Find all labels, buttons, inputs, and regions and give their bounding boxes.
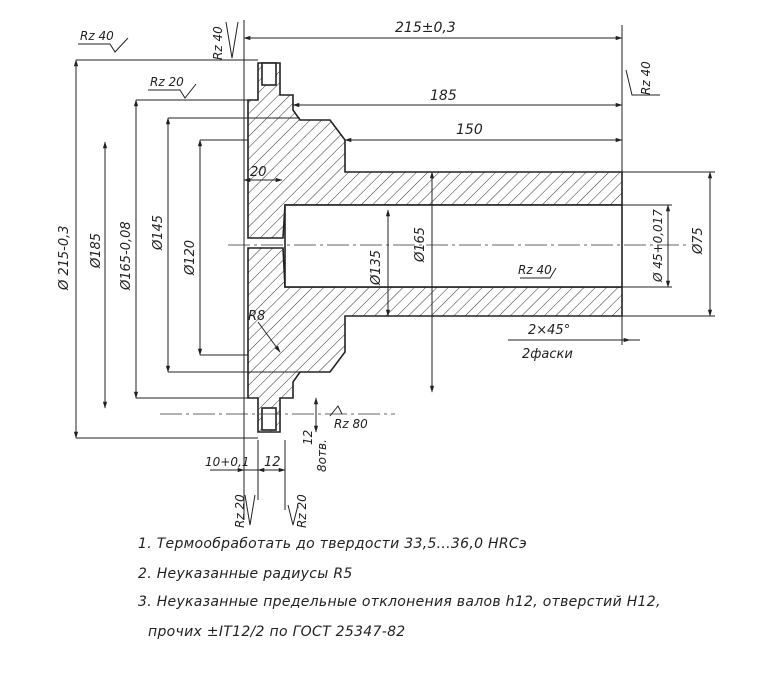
dim-chamfer: 2×45° xyxy=(528,323,570,338)
roughness-marks xyxy=(78,21,660,526)
dim-dia-165-tol: Ø165-0,08 xyxy=(119,221,134,291)
note-4: прочих ±IT12/2 по ГОСТ 25347-82 xyxy=(148,624,406,640)
dim-width-12: 12 xyxy=(264,455,281,470)
note-2: 2. Неуказанные радиусы R5 xyxy=(138,566,353,582)
dim-r8: R8 xyxy=(248,309,265,324)
rz-bottom-right: Rz 20 xyxy=(295,494,309,528)
flange-hole-bottom xyxy=(261,407,277,431)
rz-flange-top: Rz 40 xyxy=(211,26,225,60)
dim-dia-215: Ø 215-0,3 xyxy=(57,225,72,291)
bore-outline xyxy=(284,204,623,288)
dim-185: 185 xyxy=(430,88,457,104)
dim-150: 150 xyxy=(456,122,483,138)
part-section xyxy=(247,62,623,433)
dim-dia-45: Ø 45+0,017 xyxy=(651,209,665,283)
dim-dia-185: Ø185 xyxy=(89,233,104,269)
upper-section xyxy=(247,62,623,239)
dim-dia-165: Ø165 xyxy=(413,227,428,263)
dim-holes-count: 8отв. xyxy=(315,439,329,472)
rz-bottom-left: Rz 20 xyxy=(233,494,247,528)
rz-bore: Rz 40 xyxy=(518,263,552,277)
dim-dia-135: Ø135 xyxy=(369,250,384,286)
dim-dia-120: Ø120 xyxy=(183,240,198,276)
dim-hole-12: 12 xyxy=(301,430,315,445)
rz-80: Rz 80 xyxy=(334,417,368,431)
dim-20: 20 xyxy=(250,165,267,180)
rz-hub: Rz 20 xyxy=(150,75,184,89)
note-3: 3. Неуказанные предельные отклонения вал… xyxy=(138,594,661,610)
rz-right: Rz 40 xyxy=(639,61,653,95)
flange-hole-top xyxy=(261,62,277,86)
note-1: 1. Термообработать до твердости 33,5...3… xyxy=(138,536,527,552)
rz-top-left: Rz 40 xyxy=(80,29,114,43)
dim-width-10: 10+0,1 xyxy=(205,455,249,469)
dim-215: 215±0,3 xyxy=(395,20,456,36)
dim-chamfer-note: 2фаски xyxy=(522,347,573,362)
dimension-lines xyxy=(73,20,715,520)
dim-dia-145: Ø145 xyxy=(151,215,166,251)
dim-dia-75: Ø75 xyxy=(691,227,706,255)
